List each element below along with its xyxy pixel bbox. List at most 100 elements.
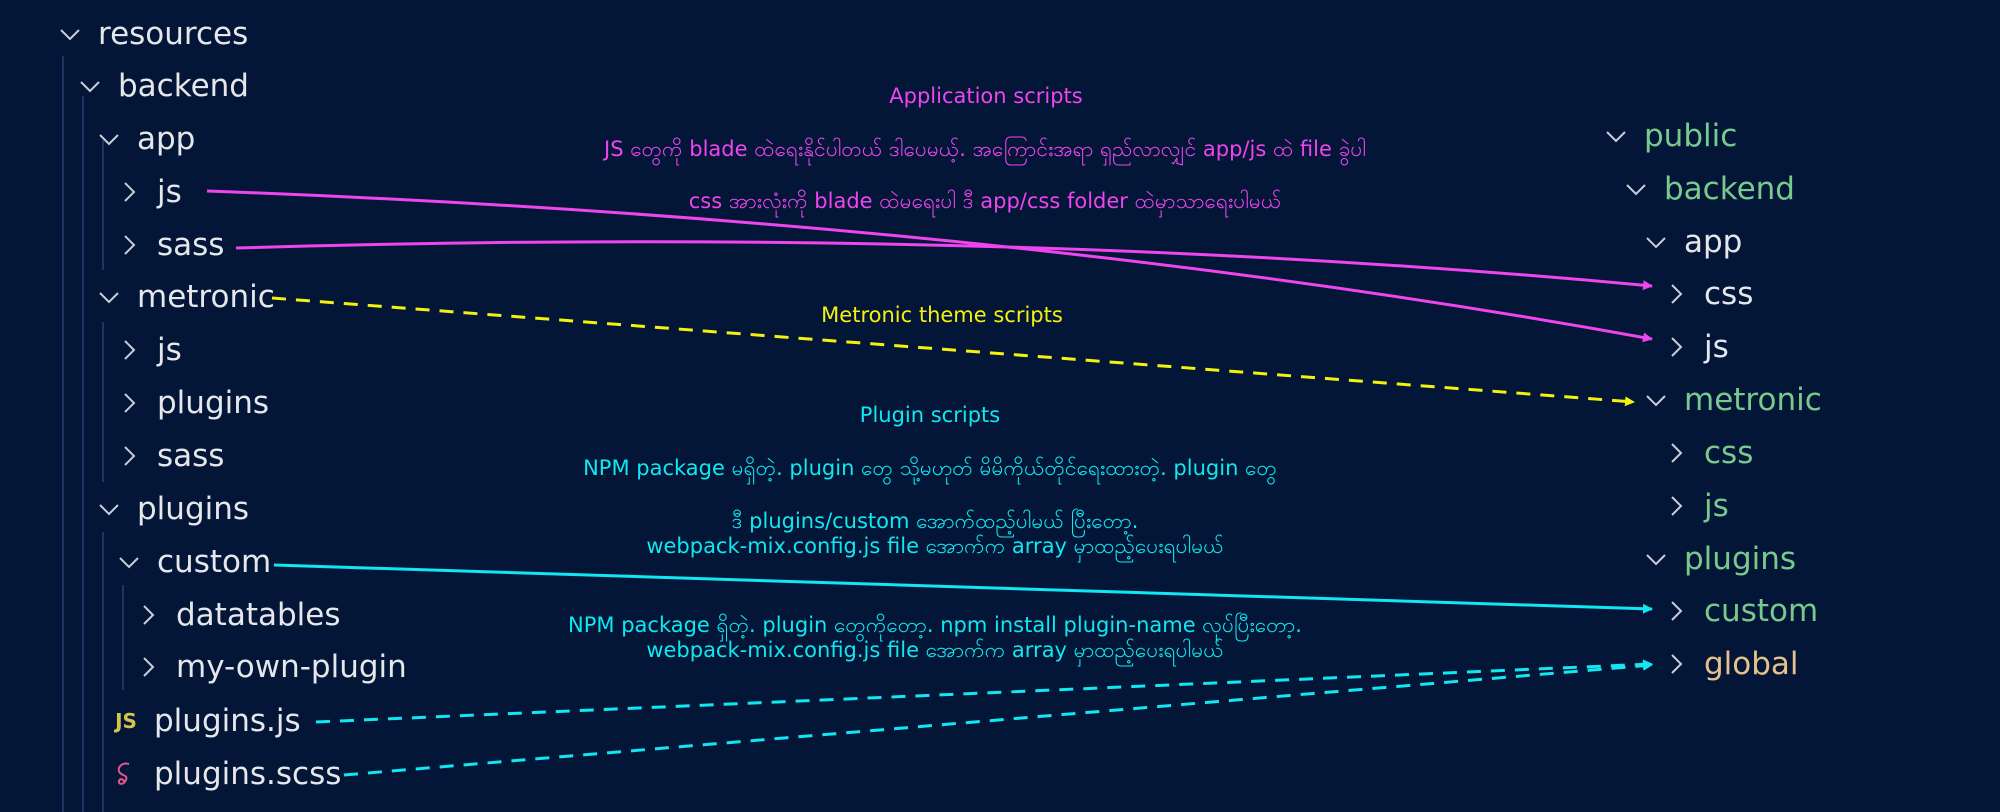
arrow-app-sass-to-public-css: [235, 240, 1653, 291]
tree-item-public-plugins[interactable]: plugins: [1644, 535, 1796, 583]
chevron-right-icon: [1664, 652, 1688, 676]
file-label: plugins.scss: [154, 756, 342, 792]
tree-item-public-app-js[interactable]: js: [1664, 323, 1729, 371]
chevron-right-icon: [117, 233, 141, 257]
indent-guide: [102, 140, 104, 270]
tree-item-metronic-plugins[interactable]: plugins: [117, 379, 269, 427]
tree-item-public-metronic-css[interactable]: css: [1664, 429, 1753, 477]
folder-label: resources: [98, 16, 249, 52]
indent-guide: [102, 322, 104, 482]
folder-label: app: [1684, 224, 1743, 260]
folder-label: js: [1704, 488, 1729, 524]
folder-label: plugins: [1684, 541, 1797, 577]
chevron-right-icon: [117, 391, 141, 415]
folder-label: app: [137, 121, 196, 157]
file-label: plugins.js: [154, 703, 301, 739]
sass-file-icon: [112, 760, 140, 788]
chevron-right-icon: [117, 338, 141, 362]
chevron-down-icon: [1624, 177, 1648, 201]
annotation-application-js-note: JS တွေကို blade ထဲရေးနိုင်ပါတယ် ဒါပေမယ့်…: [604, 137, 1366, 161]
folder-label: sass: [157, 438, 225, 474]
folder-label: global: [1704, 646, 1799, 682]
folder-label: datatables: [176, 597, 341, 633]
arrow-custom-to-public-custom: [273, 563, 1653, 614]
indent-guide: [82, 96, 84, 812]
js-file-icon: JS: [115, 709, 137, 733]
annotation-plugin-note-1: NPM package မရှိတဲ့. plugin တွေ သို့မဟုတ…: [583, 456, 1277, 480]
folder-label: plugins: [137, 491, 250, 527]
folder-label: backend: [1664, 171, 1795, 207]
tree-item-resources[interactable]: resources: [58, 10, 248, 58]
folder-label: sass: [157, 227, 225, 263]
arrow-metronic-to-public-metronic: [271, 296, 1635, 407]
tree-item-custom[interactable]: custom: [117, 538, 271, 586]
tree-item-public-metronic[interactable]: metronic: [1644, 376, 1822, 424]
annotation-plugin-title: Plugin scripts: [859, 403, 1001, 427]
chevron-right-icon: [1664, 282, 1688, 306]
indent-guide: [122, 585, 124, 690]
chevron-right-icon: [136, 603, 160, 627]
folder-label: js: [157, 332, 182, 368]
arrow-plugins-js-to-public-global: [315, 659, 1653, 724]
tree-item-public-app-css[interactable]: css: [1664, 270, 1753, 318]
chevron-down-icon: [1604, 124, 1628, 148]
tree-item-public-backend[interactable]: backend: [1624, 165, 1795, 213]
chevron-down-icon: [78, 74, 102, 98]
chevron-down-icon: [97, 127, 121, 151]
tree-item-public-global[interactable]: global: [1664, 640, 1799, 688]
folder-label: plugins: [157, 385, 270, 421]
tree-item-datatables[interactable]: datatables: [136, 591, 341, 639]
folder-label: css: [1704, 435, 1754, 471]
chevron-right-icon: [117, 444, 141, 468]
annotation-plugin-note-2: ဒီ plugins/custom အောက်ထည့်ပါမယ် ပြီးတော…: [731, 509, 1139, 533]
indent-guide: [62, 56, 64, 812]
folder-label: custom: [157, 544, 272, 580]
annotation-npm-note-2: webpack-mix.config.js file အောက်က array …: [646, 638, 1224, 662]
tree-item-my-own-plugin[interactable]: my-own-plugin: [136, 643, 407, 691]
tree-item-app[interactable]: app: [97, 115, 195, 163]
tree-item-public-custom[interactable]: custom: [1664, 587, 1818, 635]
tree-item-backend[interactable]: backend: [78, 62, 249, 110]
chevron-down-icon: [1644, 388, 1668, 412]
arrow-plugins-scss-to-public-global: [343, 660, 1653, 777]
tree-item-app-js[interactable]: js: [117, 168, 182, 216]
annotation-metronic-title: Metronic theme scripts: [821, 303, 1063, 327]
folder-label: backend: [118, 68, 249, 104]
tree-item-plugins-scss[interactable]: plugins.scss: [112, 750, 341, 798]
indent-guide: [102, 532, 104, 812]
annotation-application-title: Application scripts: [889, 84, 1083, 108]
chevron-down-icon: [58, 22, 82, 46]
annotation-application-css-note: css အားလုံးကို blade ထဲမရေးပါ ဒီ app/css…: [688, 189, 1282, 213]
chevron-right-icon: [1664, 494, 1688, 518]
tree-item-public[interactable]: public: [1604, 112, 1737, 160]
chevron-down-icon: [1644, 547, 1668, 571]
chevron-down-icon: [117, 550, 141, 574]
chevron-right-icon: [1664, 599, 1688, 623]
chevron-right-icon: [1664, 335, 1688, 359]
tree-item-plugins[interactable]: plugins: [97, 485, 249, 533]
folder-label: js: [157, 174, 182, 210]
chevron-down-icon: [1644, 230, 1668, 254]
folder-label: js: [1704, 329, 1729, 365]
tree-item-metronic-js[interactable]: js: [117, 326, 182, 374]
chevron-down-icon: [97, 285, 121, 309]
folder-label: custom: [1704, 593, 1819, 629]
chevron-right-icon: [117, 180, 141, 204]
arrow-app-js-to-public-js: [206, 189, 1653, 343]
chevron-right-icon: [136, 655, 160, 679]
chevron-down-icon: [97, 497, 121, 521]
tree-item-public-app[interactable]: app: [1644, 218, 1742, 266]
tree-item-public-metronic-js[interactable]: js: [1664, 482, 1729, 530]
annotation-plugin-note-3: webpack-mix.config.js file အောက်က array …: [646, 534, 1224, 558]
folder-label: my-own-plugin: [176, 649, 407, 685]
folder-label: css: [1704, 276, 1754, 312]
tree-item-plugins-js[interactable]: JS plugins.js: [112, 697, 301, 745]
folder-label: metronic: [1684, 382, 1822, 418]
annotation-npm-note-1: NPM package ရှိတဲ့. plugin တွေကိုတော့. n…: [568, 613, 1302, 637]
folder-label: public: [1644, 118, 1738, 154]
folder-label: metronic: [137, 279, 275, 315]
tree-item-metronic-sass[interactable]: sass: [117, 432, 224, 480]
tree-item-app-sass[interactable]: sass: [117, 221, 224, 269]
tree-item-metronic[interactable]: metronic: [97, 273, 275, 321]
